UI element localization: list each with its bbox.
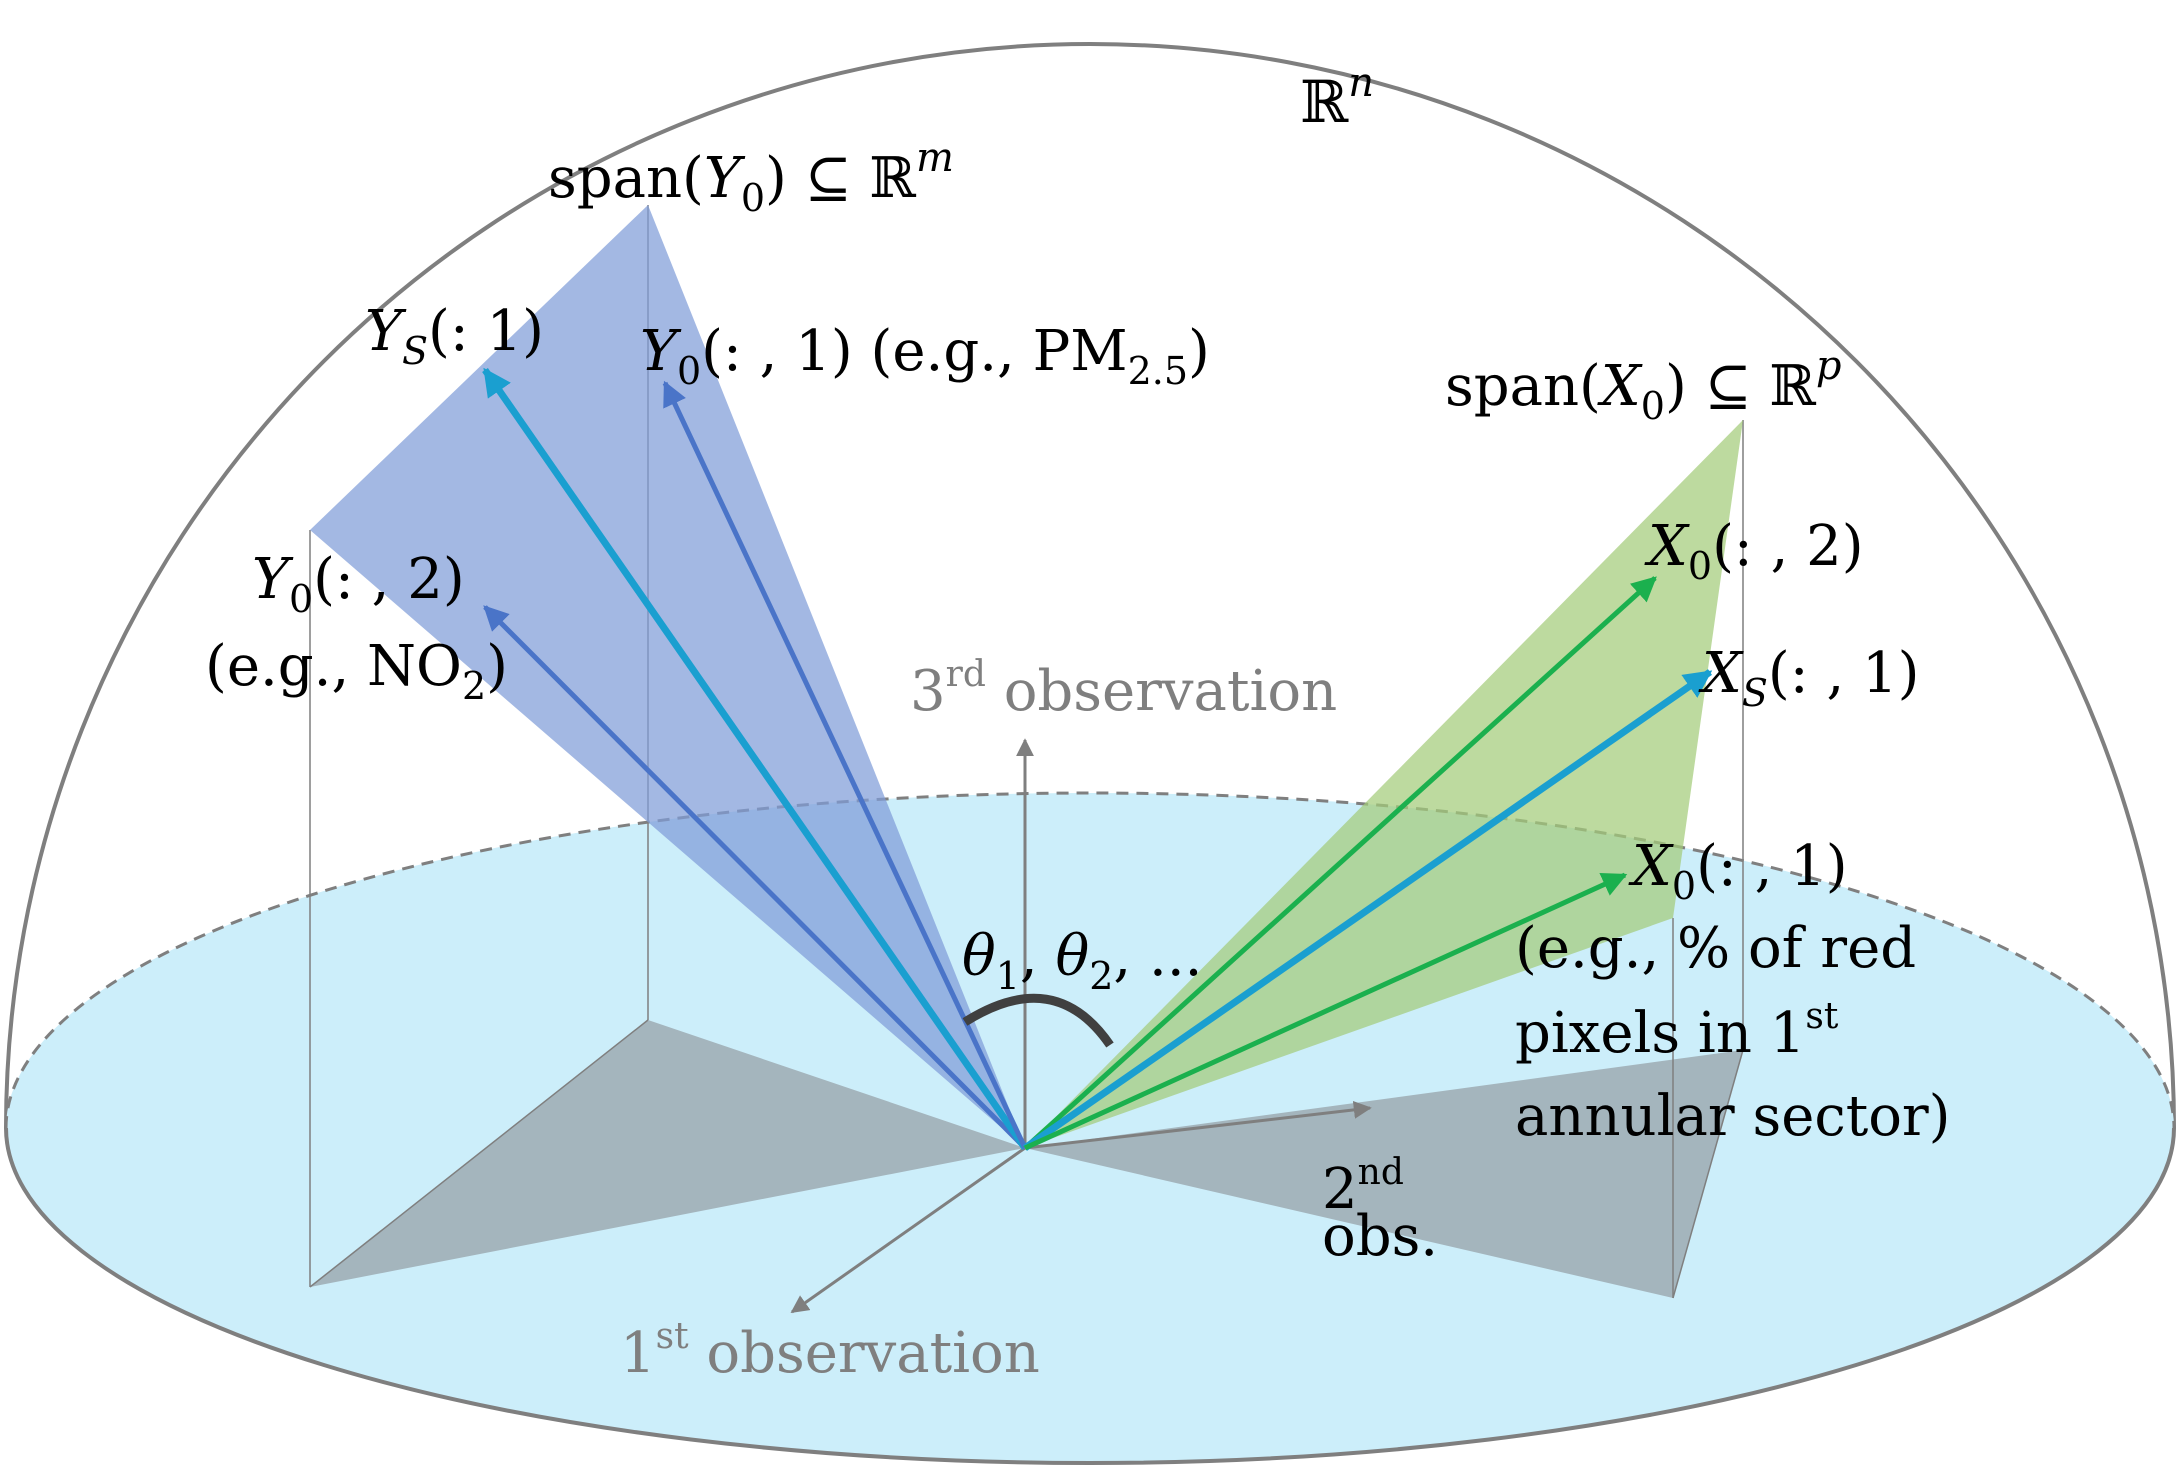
span-y0-plane — [310, 205, 1025, 1148]
x-plane-projection — [1025, 1050, 1743, 1298]
x0-col1-arrow — [1023, 872, 1628, 1151]
label-x0-col2: X0(: , 2) — [1644, 514, 1864, 588]
label-x0-col1-example-line2: pixels in 1st — [1515, 996, 1839, 1066]
label-x0-col1: X0(: , 1) — [1628, 834, 1848, 908]
label-ys-col1: YS(: 1) — [365, 299, 544, 373]
xs-col1-arrow — [1023, 669, 1713, 1151]
label-y0-col1: Y0(: , 1) (e.g., PM2.5) — [640, 319, 1210, 393]
y0-col2-arrow — [483, 605, 1027, 1150]
y-plane-projection — [310, 1020, 1025, 1287]
label-axis-3rd: 3rd observation — [910, 654, 1337, 724]
label-axis-2nd: 2nd — [1322, 1152, 1404, 1222]
x0-col2-arrow — [1023, 576, 1657, 1150]
axis-2nd-observation — [1024, 1100, 1372, 1150]
label-y0-col2-example: (e.g., NO2) — [205, 634, 508, 708]
label-axis-1st: 1st observation — [620, 1316, 1040, 1386]
label-principal-angles: θ1, θ2, ... — [962, 924, 1202, 998]
label-xs-col1: XS(: , 1) — [1698, 641, 1920, 715]
label-axis-2nd-line2: obs. — [1322, 1204, 1438, 1269]
span-x0-plane — [1025, 420, 1743, 1148]
label-space-rn: ℝn — [1300, 60, 1374, 136]
base-disk-front — [4, 1127, 2176, 1465]
label-span-y0: span(Y0) ⊆ ℝm — [548, 135, 954, 220]
label-span-x0: span(X0) ⊆ ℝp — [1445, 343, 1841, 428]
label-x0-col1-example-line1: (e.g., % of red — [1515, 916, 1916, 981]
hemisphere-outline — [4, 42, 2176, 1129]
principal-angle-arc — [962, 993, 1114, 1048]
axis-1st-observation — [790, 1146, 1026, 1314]
ys-col1-arrow — [482, 367, 1028, 1150]
label-y0-col2: Y0(: , 2) — [252, 547, 465, 621]
label-x0-col1-example-line3: annular sector) — [1515, 1084, 1951, 1149]
